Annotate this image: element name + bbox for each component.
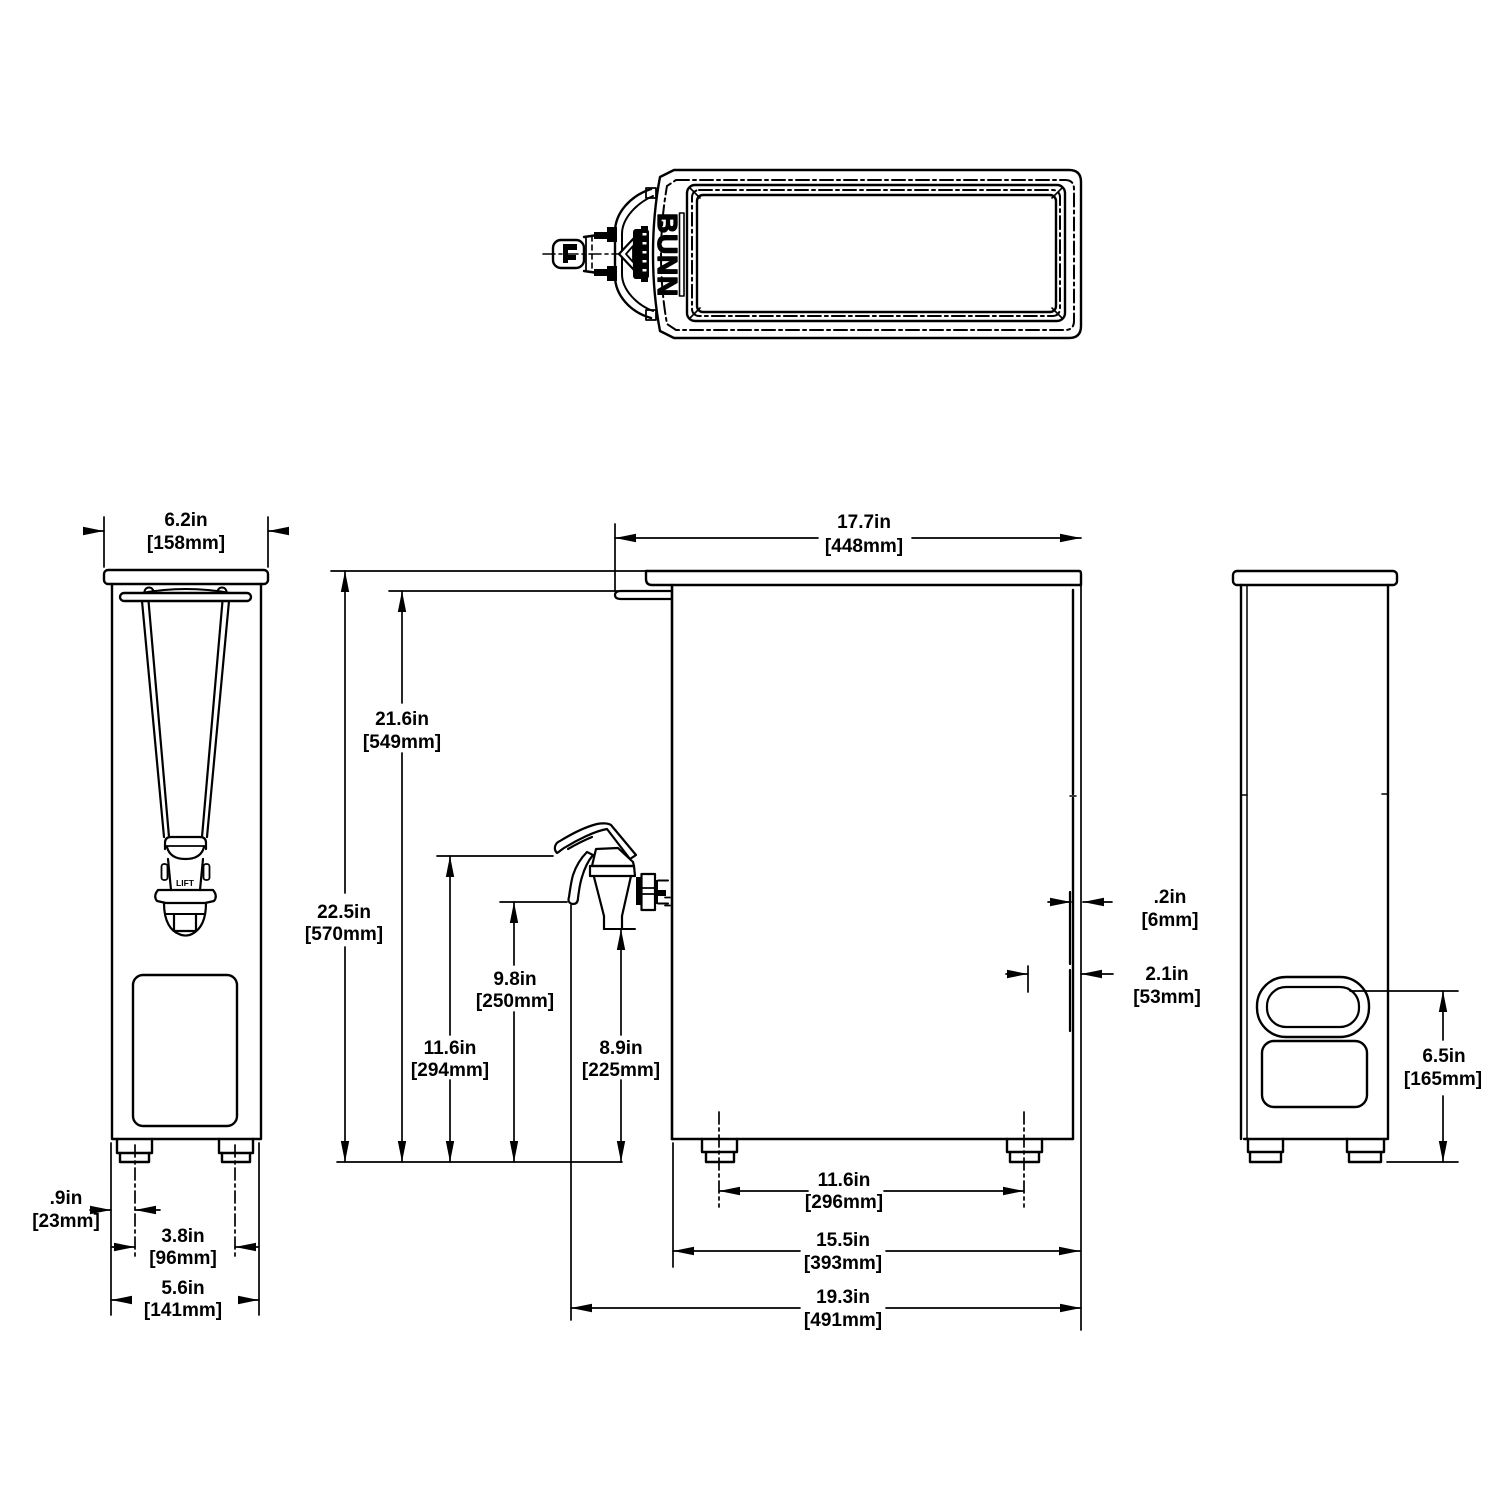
svg-text:[570mm]: [570mm]	[305, 924, 383, 945]
svg-text:LIFT: LIFT	[176, 878, 195, 888]
svg-text:21.6in: 21.6in	[375, 709, 429, 730]
svg-text:[158mm]: [158mm]	[147, 533, 225, 554]
svg-text:[393mm]: [393mm]	[804, 1253, 882, 1274]
svg-text:11.6in: 11.6in	[818, 1170, 871, 1191]
svg-text:5.6in: 5.6in	[161, 1278, 204, 1299]
svg-text:6.5in: 6.5in	[1422, 1046, 1465, 1067]
svg-text:[6mm]: [6mm]	[1141, 910, 1198, 931]
svg-text:9.8in: 9.8in	[493, 969, 536, 990]
svg-text:[225mm]: [225mm]	[582, 1060, 660, 1081]
svg-text:11.6in: 11.6in	[424, 1038, 477, 1059]
svg-text:17.7in: 17.7in	[837, 512, 891, 533]
svg-text:3.8in: 3.8in	[161, 1226, 204, 1247]
svg-text:[53mm]: [53mm]	[1133, 987, 1201, 1008]
svg-text:BUNN: BUNN	[652, 213, 683, 297]
svg-text:22.5in: 22.5in	[317, 902, 371, 923]
svg-text:6.2in: 6.2in	[164, 510, 207, 531]
svg-text:15.5in: 15.5in	[816, 1230, 870, 1251]
svg-text:[491mm]: [491mm]	[804, 1310, 882, 1331]
svg-text:.9in: .9in	[50, 1188, 83, 1209]
svg-text:[23mm]: [23mm]	[32, 1211, 100, 1232]
svg-text:[448mm]: [448mm]	[825, 536, 903, 557]
svg-text:2.1in: 2.1in	[1145, 964, 1188, 985]
svg-text:8.9in: 8.9in	[599, 1038, 642, 1059]
svg-text:[250mm]: [250mm]	[476, 991, 554, 1012]
svg-text:[549mm]: [549mm]	[363, 732, 441, 753]
svg-text:[141mm]: [141mm]	[144, 1300, 222, 1321]
svg-text:[165mm]: [165mm]	[1404, 1069, 1482, 1090]
svg-text:.2in: .2in	[1154, 887, 1187, 908]
svg-text:[96mm]: [96mm]	[149, 1248, 217, 1269]
svg-text:[296mm]: [296mm]	[805, 1192, 883, 1213]
svg-text:[294mm]: [294mm]	[411, 1060, 489, 1081]
svg-text:19.3in: 19.3in	[816, 1287, 870, 1308]
